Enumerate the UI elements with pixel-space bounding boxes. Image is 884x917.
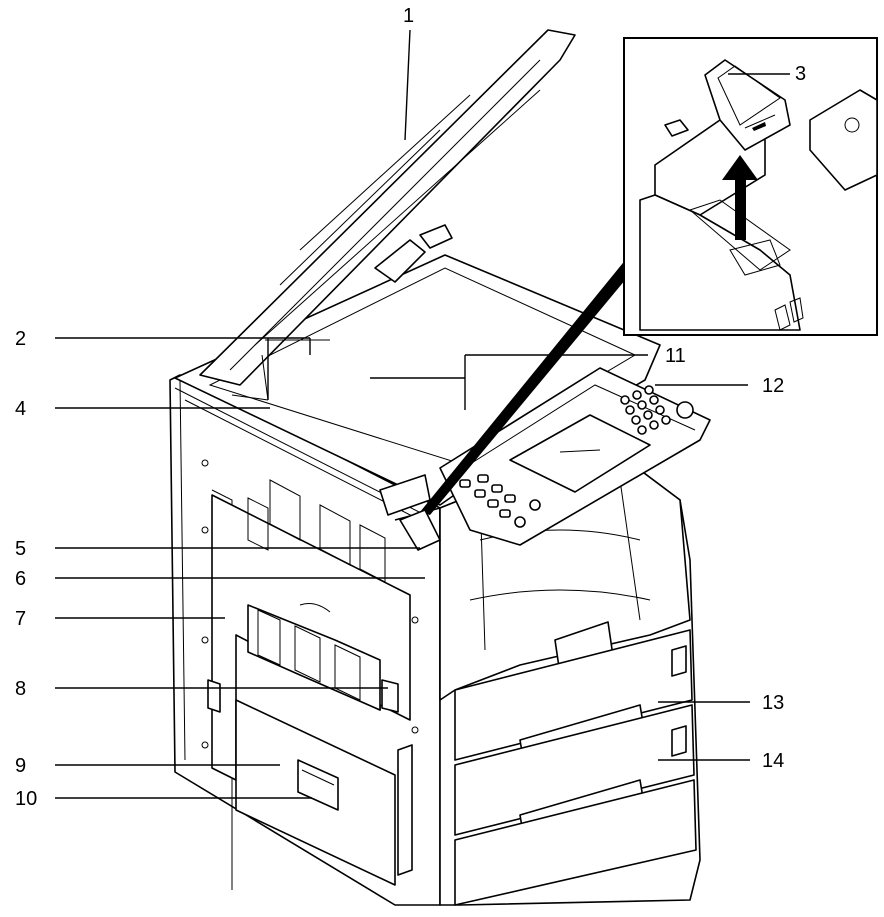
callout-7: 7: [15, 608, 26, 630]
callout-8: 8: [15, 678, 26, 700]
stylus-holder: [399, 509, 441, 551]
callout-4: 4: [15, 398, 26, 420]
callout-3: 3: [795, 63, 806, 85]
main-power-switch: [207, 679, 221, 713]
leader-lines: [55, 29, 790, 799]
callout-2: 2: [15, 328, 26, 350]
callout-13: 13: [762, 692, 784, 714]
vent-upper: [247, 479, 386, 583]
callout-6: 6: [15, 568, 26, 590]
vent-side-door: [247, 603, 381, 711]
callout-14: 14: [762, 750, 784, 772]
inset-detail: [623, 37, 878, 336]
zoom-wedge: [420, 242, 650, 515]
function-keys: [459, 474, 541, 528]
touch-panel: [509, 414, 651, 493]
cassette-1-indicator: [671, 645, 687, 677]
numeric-keypad: [620, 385, 694, 435]
arrow-up-icon: [722, 155, 758, 240]
copier-body: [169, 254, 701, 906]
operation-panel: [439, 367, 711, 546]
callout-labels: 1 2 3 4 5 6 7 8 9 10 11 12 13 14: [15, 5, 806, 810]
original-cover: [199, 29, 576, 386]
callout-11: 11: [665, 345, 686, 367]
callout-12: 12: [762, 375, 784, 397]
callout-5: 5: [15, 538, 26, 560]
callout-10: 10: [15, 788, 37, 810]
cassette-2-indicator: [671, 725, 687, 757]
callout-1: 1: [403, 5, 414, 27]
side-door-lever: [381, 679, 399, 713]
callout-9: 9: [15, 755, 26, 777]
